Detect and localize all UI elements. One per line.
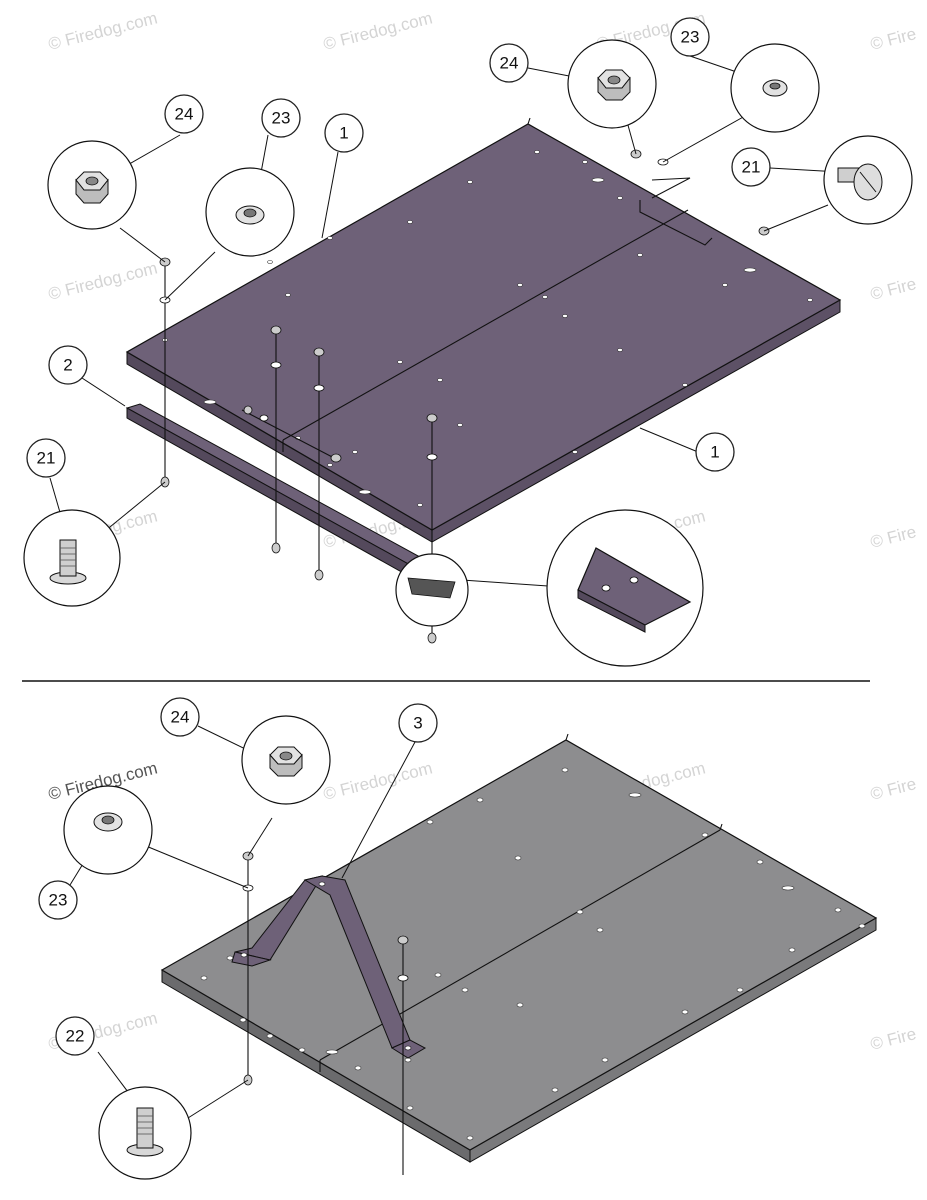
callout-2: 2 (48, 345, 88, 385)
watermark: © Firedog.com (321, 8, 434, 53)
svg-text:3: 3 (413, 714, 422, 733)
watermark: © Fire (868, 774, 918, 804)
lower-panel-flange (565, 733, 569, 741)
svg-text:21: 21 (742, 158, 761, 177)
svg-text:23: 23 (49, 891, 68, 910)
watermark: © Fire (868, 274, 918, 304)
callout-22: 22 (55, 1016, 95, 1056)
upper-panel-holes (162, 150, 813, 507)
callout-3: 3 (398, 703, 438, 743)
callout-1: 1 (695, 432, 735, 472)
callout-24: 24 (160, 697, 200, 737)
support-bracket-part-3 (231, 875, 427, 1059)
callout-21: 21 (26, 438, 66, 478)
callout-24: 24 (164, 94, 204, 134)
svg-text:23: 23 (681, 28, 700, 47)
upper-panel-seam (282, 209, 689, 441)
upper-detail-views (23, 39, 913, 667)
watermark: © Firedog.com (321, 758, 434, 803)
lower-detail-views (63, 715, 331, 1180)
callout-23: 23 (670, 17, 710, 57)
callout-23: 23 (261, 98, 301, 138)
callout-24: 24 (489, 43, 529, 83)
lower-panel-seam-fold (719, 823, 723, 831)
svg-text:21: 21 (37, 449, 56, 468)
watermark: © Firedog.com (46, 8, 159, 53)
lower-assembly: 24 3 23 22 (38, 697, 878, 1180)
watermark: © Fire (868, 24, 918, 54)
watermark: © Firedog.com (46, 258, 159, 303)
callout-21: 21 (731, 147, 771, 187)
upper-assembly: 24 23 1 24 23 21 2 21 1 (23, 17, 913, 667)
watermark: © Fire (868, 1024, 918, 1054)
svg-text:2: 2 (63, 356, 72, 375)
svg-text:24: 24 (171, 708, 190, 727)
upper-callouts: 24 23 1 24 23 21 2 21 1 (26, 17, 771, 478)
svg-text:24: 24 (500, 54, 519, 73)
callout-23: 23 (38, 880, 78, 920)
svg-text:23: 23 (272, 109, 291, 128)
svg-text:1: 1 (710, 443, 719, 462)
upper-panel-notch (639, 200, 713, 246)
svg-text:22: 22 (66, 1027, 85, 1046)
upper-panel-flange (527, 117, 531, 125)
svg-text:1: 1 (339, 124, 348, 143)
lower-callouts: 24 3 23 22 (38, 697, 438, 1056)
callout-1: 1 (324, 113, 364, 153)
watermark: © Fire (868, 522, 918, 552)
svg-text:24: 24 (175, 105, 194, 124)
lower-fastener-hardware (242, 851, 409, 1086)
